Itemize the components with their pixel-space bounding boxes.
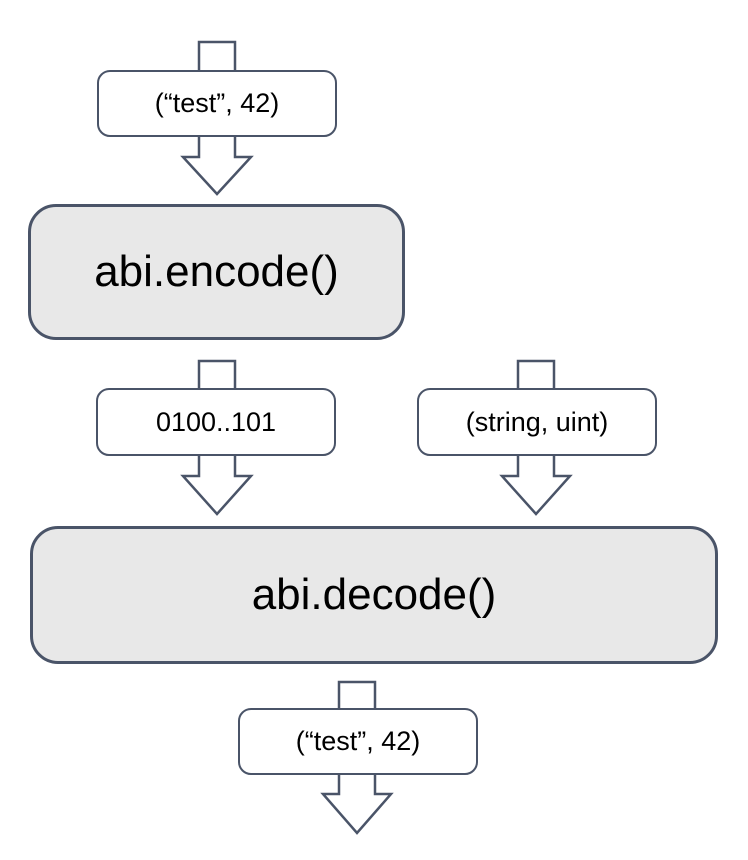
- node-abi-encode: abi.encode(): [28, 204, 405, 340]
- down-arrow-input-to-encode-icon: [180, 133, 254, 196]
- arrow-tail-into-types-icon: [516, 359, 556, 392]
- node-input-tuple: (“test”, 42): [97, 70, 337, 137]
- down-arrow-bytes-to-decode-icon: [180, 452, 254, 516]
- node-abi-decode: abi.decode(): [30, 526, 718, 664]
- arrow-tail-decode-to-output-icon: [337, 680, 377, 712]
- node-type-signature: (string, uint): [417, 388, 657, 456]
- node-input-tuple-label: (“test”, 42): [154, 88, 280, 118]
- node-type-signature-label: (string, uint): [465, 406, 609, 437]
- node-encoded-bytes: 0100..101: [96, 388, 336, 456]
- node-output-tuple-label: (“test”, 42): [295, 726, 421, 756]
- arrow-tail-into-input-icon: [197, 40, 237, 74]
- node-abi-decode-label: abi.decode(): [251, 570, 497, 619]
- node-abi-encode-label: abi.encode(): [94, 247, 339, 296]
- node-encoded-bytes-label: 0100..101: [155, 406, 277, 437]
- down-arrow-output-exit-icon: [320, 771, 394, 835]
- node-output-tuple: (“test”, 42): [238, 708, 478, 775]
- arrow-tail-encode-to-bytes-icon: [197, 359, 237, 392]
- down-arrow-types-to-decode-icon: [499, 452, 573, 516]
